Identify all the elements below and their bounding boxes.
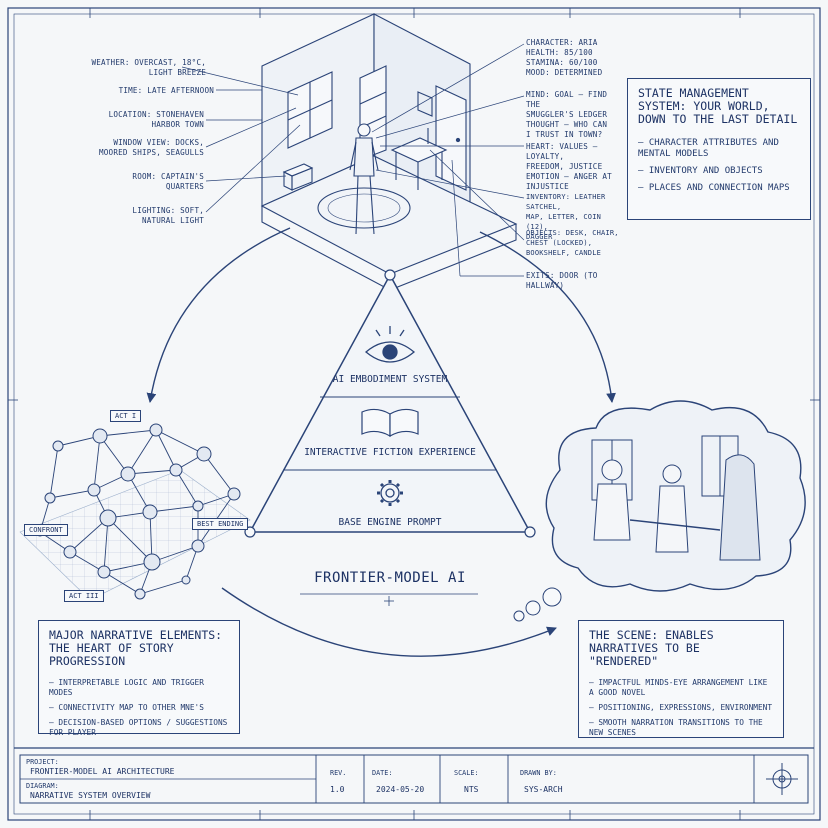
lighting-label: LIGHTING: SOFT, NATURAL LIGHT: [132, 206, 204, 225]
scale-value: NTS: [464, 785, 479, 794]
state-item: PLACES AND CONNECTION MAPS: [638, 183, 800, 194]
graph-tag-confront: CONFRONT: [24, 524, 68, 536]
scale-label: SCALE:: [454, 769, 479, 777]
rev-value: 1.0: [330, 785, 345, 794]
objects-label: OBJECTS: DESK, CHAIR, CHEST (LOCKED), BO…: [526, 229, 619, 257]
inventory-label: INVENTORY: LEATHER SATCHEL, MAP, LETTER,…: [526, 193, 606, 241]
state-item: INVENTORY AND OBJECTS: [638, 166, 800, 177]
scene-item: SMOOTH NARRATION TRANSITIONS TO THE NEW …: [589, 718, 773, 738]
scene-panel: THE SCENE: ENABLES NARRATIVES TO BE "REN…: [578, 620, 784, 738]
drawn-by-value: SYS-ARCH: [524, 785, 563, 794]
gear-icon: [377, 480, 403, 506]
date-value: 2024-05-20: [376, 785, 425, 794]
rev-label: REV.: [330, 769, 347, 777]
narrative-elements-title: MAJOR NARRATIVE ELEMENTS: THE HEART OF S…: [49, 628, 223, 668]
narrative-item: INTERPRETABLE LOGIC AND TRIGGER MODES: [49, 678, 229, 698]
window-view-label: WINDOW VIEW: DOCKS, MOORED SHIPS, SEAGUL…: [99, 138, 204, 157]
graph-tag-act-i: ACT I: [110, 410, 142, 422]
crosshair-icon: [766, 763, 798, 795]
title-block: [14, 747, 814, 804]
tier-base-engine: BASE ENGINE PROMPT: [338, 517, 442, 528]
room-illustration: [260, 13, 518, 291]
state-management-title: STATE MANAGEMENT SYSTEM: YOUR WORLD, DOW…: [638, 86, 798, 126]
drawn-by-label: DRAWN BY:: [520, 769, 557, 777]
character-stats-label: CHARACTER: ARIA HEALTH: 85/100 STAMINA: …: [526, 38, 603, 77]
book-icon: [361, 408, 419, 438]
narrative-network-graph: [19, 423, 251, 601]
state-management-panel: STATE MANAGEMENT SYSTEM: YOUR WORLD, DOW…: [627, 78, 811, 220]
mind-label: MIND: GOAL – FIND THE SMUGGLER'S LEDGER …: [526, 90, 608, 139]
scene-item: POSITIONING, EXPRESSIONS, ENVIRONMENT: [589, 703, 773, 713]
central-title: FRONTIER-MODEL AI: [314, 570, 466, 586]
narrative-item: DECISION-BASED OPTIONS / SUGGESTIONS FOR…: [49, 718, 229, 738]
tier-interactive-fiction: INTERACTIVE FICTION EXPERIENCE: [304, 447, 476, 458]
time-label: TIME: LATE AFTERNOON: [118, 86, 214, 95]
tier-ai-embodiment: AI EMBODIMENT SYSTEM: [332, 374, 448, 385]
graph-tag-act-iii: ACT III: [64, 590, 104, 602]
diagram-label: DIAGRAM:: [26, 782, 59, 790]
scene-cloud: [545, 400, 806, 592]
title-crosshair: [384, 596, 394, 606]
diagram-value: NARRATIVE SYSTEM OVERVIEW: [30, 791, 151, 800]
cycle-arrows: [146, 227, 616, 657]
project-value: FRONTIER-MODEL AI ARCHITECTURE: [30, 767, 175, 776]
weather-label: WEATHER: OVERCAST, 18°C, LIGHT BREEZE: [91, 58, 206, 77]
scene-item: IMPACTFUL MINDS-EYE ARRANGEMENT LIKE A G…: [589, 678, 773, 698]
location-label: LOCATION: STONEHAVEN HARBOR TOWN: [108, 110, 204, 129]
state-item: CHARACTER ATTRIBUTES AND MENTAL MODELS: [638, 138, 800, 160]
narrative-item: CONNECTIVITY MAP TO OTHER MNE'S: [49, 703, 229, 713]
exits-label: EXITS: DOOR (TO HALLWAY): [526, 271, 598, 290]
heart-label: HEART: VALUES – LOYALTY, FREEDOM, JUSTIC…: [526, 142, 612, 191]
date-label: DATE:: [372, 769, 393, 777]
thought-bubbles: [513, 587, 562, 622]
frame-ticks: [8, 8, 820, 820]
room-leaders-left: [181, 66, 301, 213]
graph-tag-best-ending: BEST ENDING: [192, 518, 249, 530]
room-label: ROOM: CAPTAIN'S QUARTERS: [132, 172, 204, 191]
narrative-elements-panel: MAJOR NARRATIVE ELEMENTS: THE HEART OF S…: [38, 620, 240, 737]
scene-title: THE SCENE: ENABLES NARRATIVES TO BE "REN…: [589, 628, 714, 668]
room-leaders-right: [371, 43, 525, 277]
eye-icon: [364, 326, 416, 363]
project-label: PROJECT:: [26, 758, 59, 766]
